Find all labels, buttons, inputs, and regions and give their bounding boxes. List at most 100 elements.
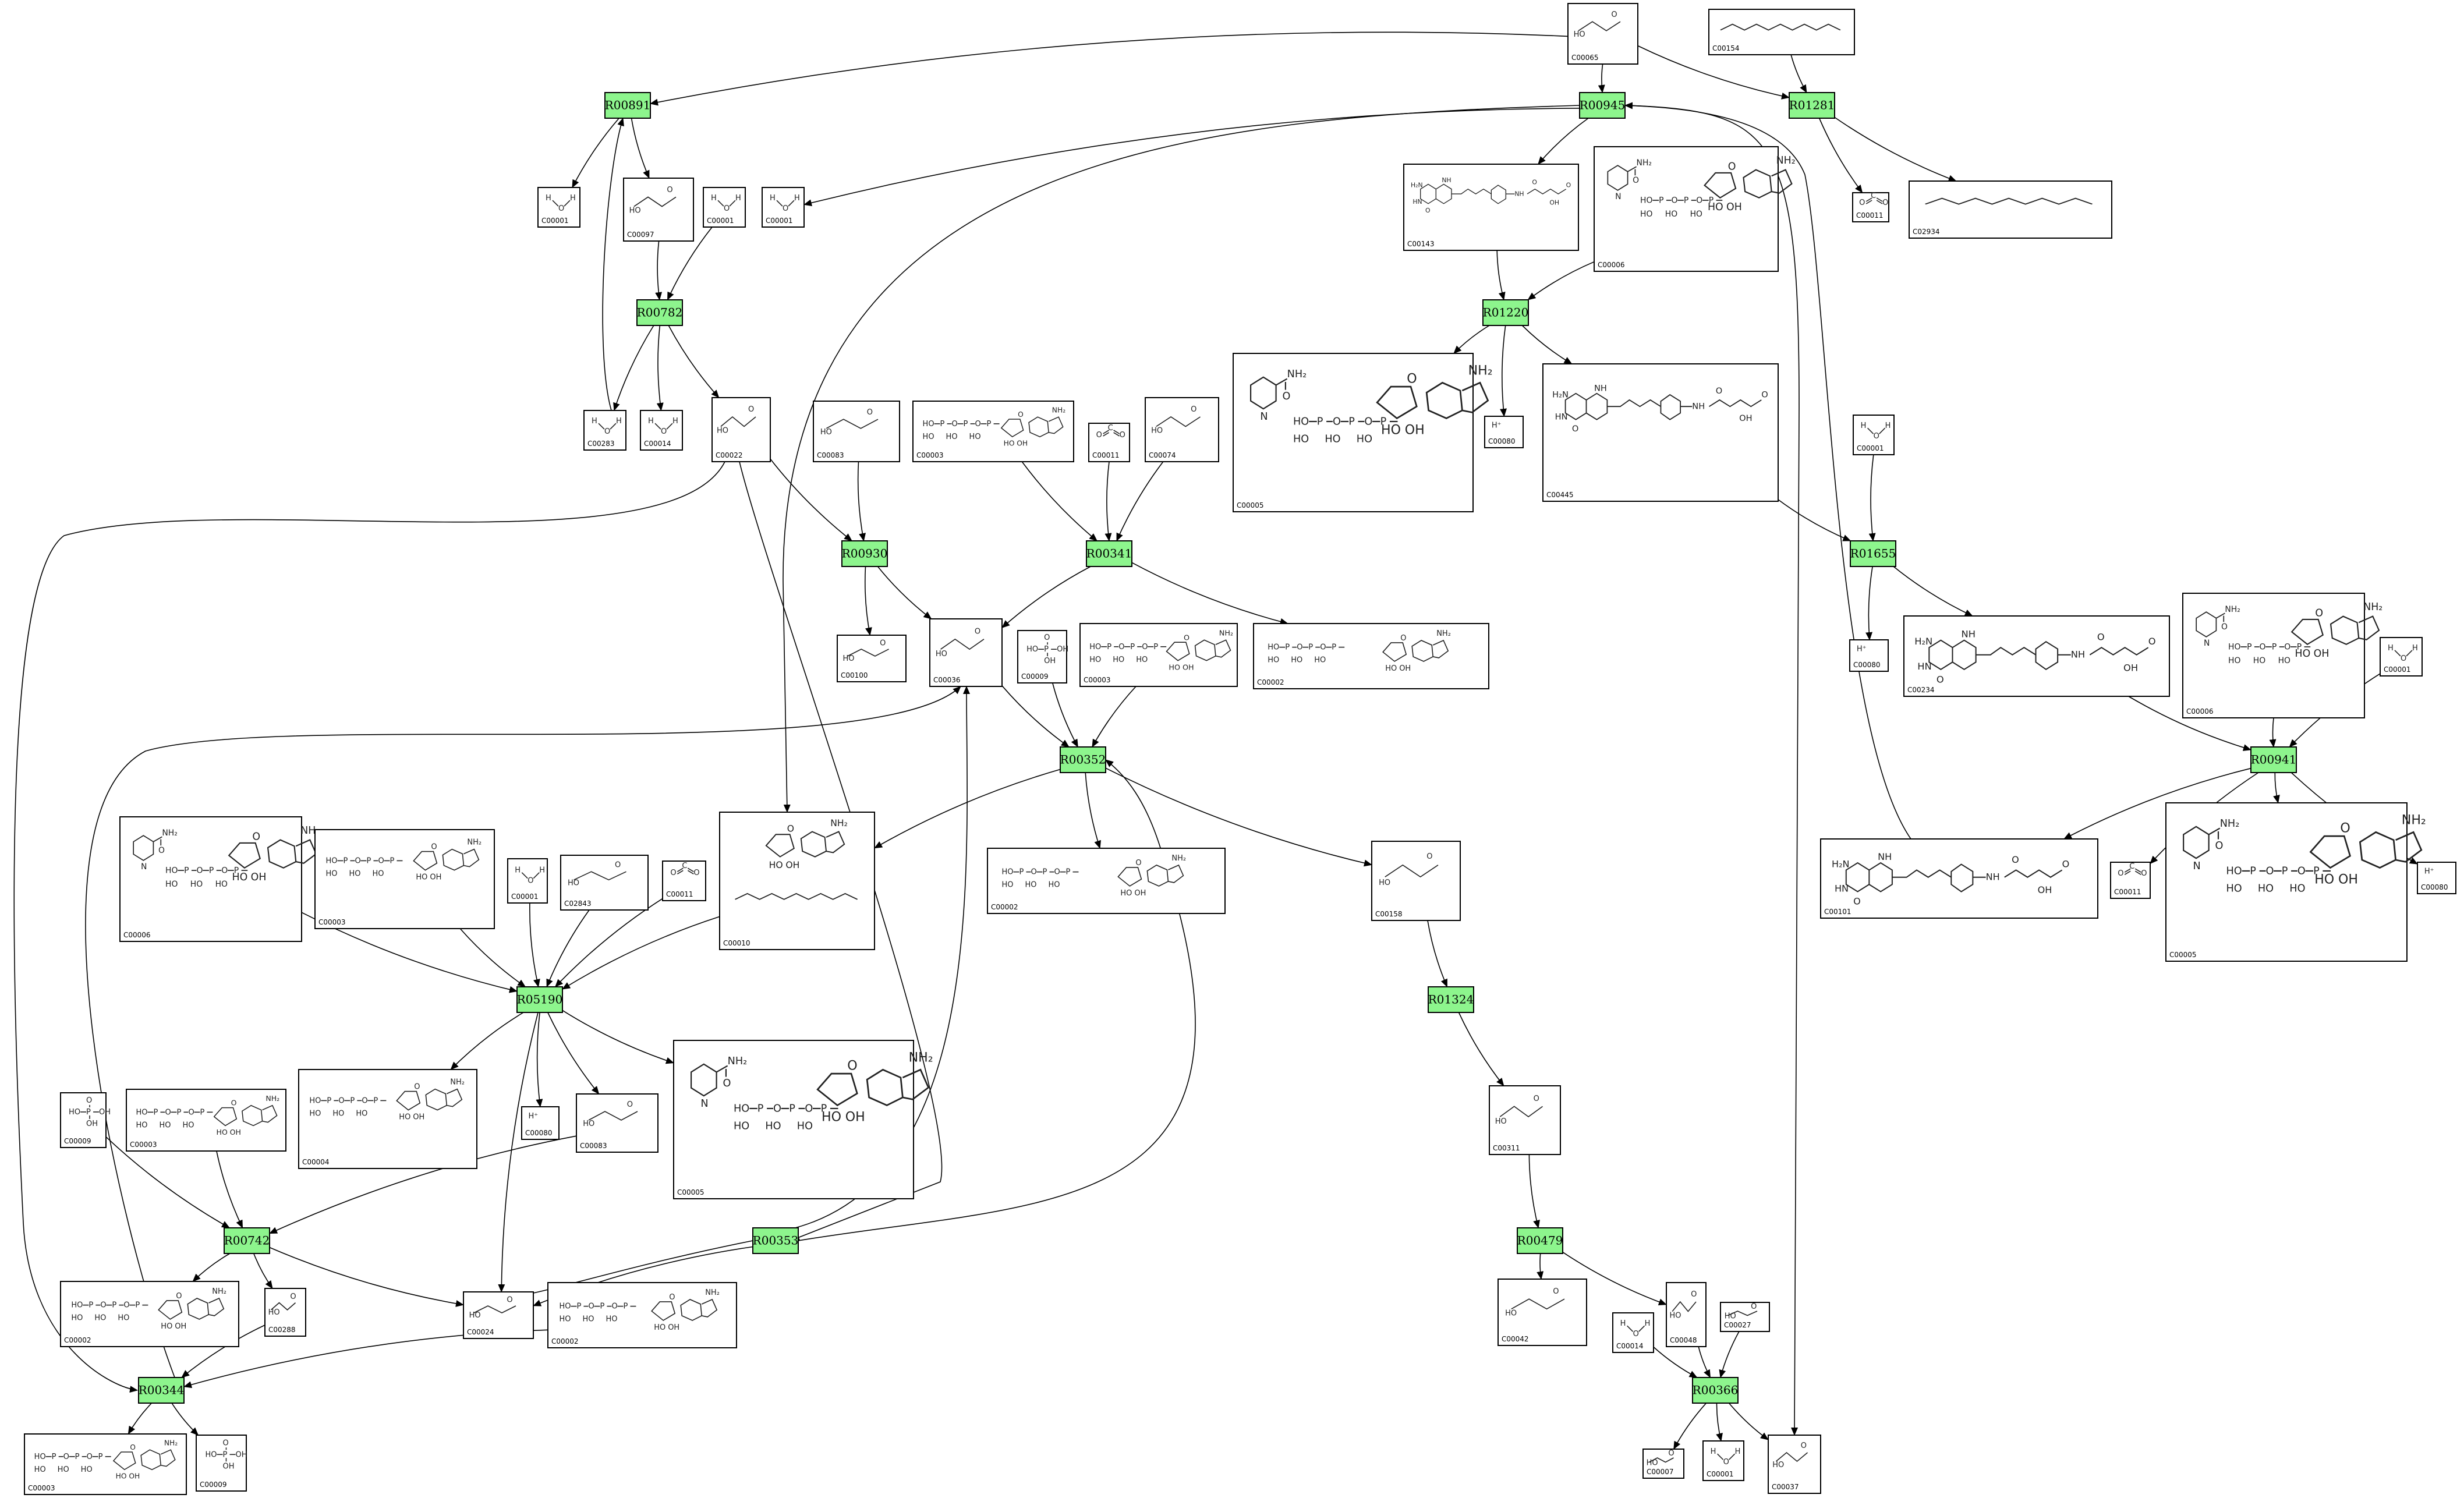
reaction-node[interactable]: R00945	[1579, 92, 1626, 119]
compound-node[interactable]: C00234	[1903, 615, 2170, 697]
compound-node[interactable]: C00001	[1853, 415, 1895, 455]
compound-node[interactable]: C00101	[1820, 838, 2098, 919]
reaction-node[interactable]: R00891	[604, 92, 651, 119]
compound-id-label: C00288	[268, 1326, 296, 1334]
compound-node[interactable]: C00003	[126, 1089, 286, 1152]
compound-node[interactable]: C00002	[547, 1282, 737, 1348]
compound-node[interactable]: C00002	[1253, 623, 1489, 689]
compound-node[interactable]: C00445	[1542, 363, 1779, 502]
pathway-edge	[572, 118, 619, 188]
reaction-node[interactable]: R01281	[1789, 92, 1835, 119]
compound-node[interactable]: C00080	[1849, 639, 1889, 672]
pathway-edge	[1728, 1403, 1769, 1440]
compound-node[interactable]: C00006	[119, 816, 321, 942]
compound-node[interactable]: C00080	[2417, 862, 2456, 894]
compound-node[interactable]: C00002	[60, 1281, 239, 1347]
compound-node[interactable]: C00001	[537, 187, 580, 228]
reaction-node[interactable]: R00782	[636, 299, 683, 326]
svg-text:O: O	[1691, 1290, 1697, 1299]
compound-node[interactable]: C00005	[1233, 353, 1493, 512]
compound-node[interactable]: C00004	[298, 1069, 477, 1169]
pathway-edge	[562, 916, 720, 990]
compound-box	[1768, 1435, 1821, 1494]
compound-id-label: C00006	[1598, 261, 1625, 269]
reaction-node[interactable]: R00742	[224, 1227, 270, 1254]
compound-node[interactable]: C00014	[1612, 1312, 1654, 1353]
compound-node[interactable]: C00006	[2182, 593, 2384, 718]
reaction-node[interactable]: R00353	[752, 1227, 799, 1254]
svg-text:HO: HO	[820, 428, 832, 437]
compound-node[interactable]: C00003	[24, 1433, 187, 1495]
compound-node[interactable]: C00001	[2380, 637, 2423, 677]
pathway-edge	[803, 108, 1580, 207]
compound-id-label: C00022	[716, 451, 743, 459]
compound-node[interactable]: C00011	[1852, 191, 1889, 222]
compound-node[interactable]: C00009	[1017, 630, 1069, 684]
compound-node[interactable]: C00080	[1484, 416, 1524, 448]
compound-node[interactable]: C00006	[1594, 146, 1796, 272]
compound-id-label: C00027	[1724, 1321, 1751, 1329]
compound-node[interactable]: C02934	[1909, 180, 2112, 239]
compound-node[interactable]: C00001	[762, 187, 805, 228]
compound-node[interactable]: C00005	[2165, 802, 2427, 962]
reaction-node[interactable]: R00479	[1517, 1227, 1563, 1254]
pathway-edge	[1624, 105, 1800, 1436]
pathway-edge	[1496, 250, 1506, 300]
compound-node[interactable]: C00014	[640, 410, 683, 451]
compound-node[interactable]: C00009	[60, 1092, 111, 1148]
compound-node[interactable]: C00003	[314, 829, 495, 929]
compound-node[interactable]: C00011	[1088, 423, 1130, 462]
compound-node[interactable]: C00011	[2110, 862, 2151, 899]
reaction-node[interactable]: R00341	[1086, 540, 1132, 567]
compound-node[interactable]: C00143	[1403, 164, 1579, 251]
compound-box	[1233, 353, 1474, 512]
compound-id-label: C00283	[587, 440, 615, 448]
reaction-node[interactable]: R01324	[1428, 986, 1474, 1013]
reaction-node[interactable]: R01220	[1482, 299, 1529, 326]
compound-node[interactable]: C00283	[583, 410, 626, 451]
compound-node[interactable]: C00002	[987, 848, 1226, 914]
reaction-node[interactable]: R05190	[516, 986, 563, 1013]
compound-node[interactable]: C00001	[1702, 1440, 1744, 1481]
compound-node[interactable]: C00001	[703, 187, 746, 228]
pathway-edge	[216, 1150, 243, 1228]
reaction-node[interactable]: R00344	[138, 1377, 185, 1404]
reaction-node[interactable]: R00366	[1692, 1377, 1739, 1404]
svg-text:HO: HO	[629, 206, 641, 215]
reaction-node[interactable]: R00930	[841, 540, 888, 567]
pathway-edge	[1818, 118, 1863, 193]
compound-node[interactable]: C00003	[912, 401, 1074, 462]
compound-node[interactable]: C00010	[719, 812, 875, 950]
compound-node[interactable]: C00001	[507, 858, 548, 904]
compound-node[interactable]: C00003	[1079, 623, 1238, 687]
reaction-node[interactable]: R01655	[1850, 540, 1896, 567]
reaction-node[interactable]: R00352	[1060, 746, 1106, 773]
reaction-node[interactable]: R00941	[2250, 746, 2297, 773]
compound-node[interactable]: C00011	[662, 860, 706, 901]
reaction-id-label: R01281	[1789, 98, 1835, 112]
compound-node[interactable]: C00154	[1708, 9, 1855, 55]
reaction-box	[1579, 92, 1626, 119]
compound-node[interactable]: C00080	[521, 1106, 560, 1140]
pathway-edge	[498, 1012, 539, 1292]
compound-node[interactable]: C00009	[196, 1435, 248, 1492]
compound-node[interactable]: C00005	[673, 1040, 934, 1199]
